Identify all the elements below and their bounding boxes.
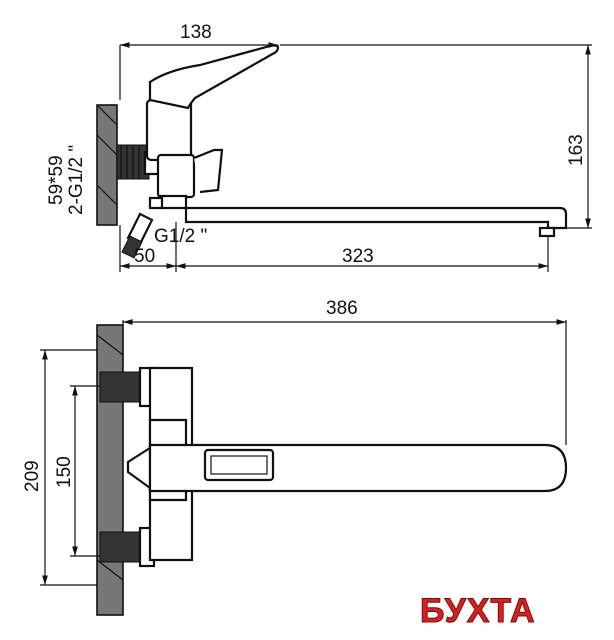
dim-50: 50 xyxy=(134,246,155,267)
spout-bottom xyxy=(148,443,568,493)
diverter-handle xyxy=(193,148,224,194)
label-59x59: 59*59 xyxy=(46,155,67,205)
dim-150: 150 xyxy=(54,456,75,488)
label-2-g1-2: 2-G1/2 " xyxy=(66,145,87,215)
eccentric-lower xyxy=(99,531,143,563)
bottom-view: 386 209 150 xyxy=(22,298,568,616)
wall-section-top xyxy=(96,104,118,226)
label-g1-2: G1/2 " xyxy=(154,226,207,247)
mixer-body-top xyxy=(145,98,193,162)
wall-section-bottom xyxy=(96,324,124,616)
top-view: 138 163 50 323 59*59 2-G1/2 " G1/2 " xyxy=(46,22,592,272)
dim-138: 138 xyxy=(180,22,212,43)
dim-209: 209 xyxy=(22,460,43,492)
diverter-window xyxy=(203,448,275,482)
dim-386: 386 xyxy=(326,298,358,319)
brand-logo: БУХТА xyxy=(420,592,536,630)
spout-top xyxy=(184,206,568,230)
lever-top xyxy=(148,44,280,110)
eccentric-upper xyxy=(99,371,143,403)
dim-323: 323 xyxy=(342,246,374,267)
dim-163: 163 xyxy=(566,134,587,166)
